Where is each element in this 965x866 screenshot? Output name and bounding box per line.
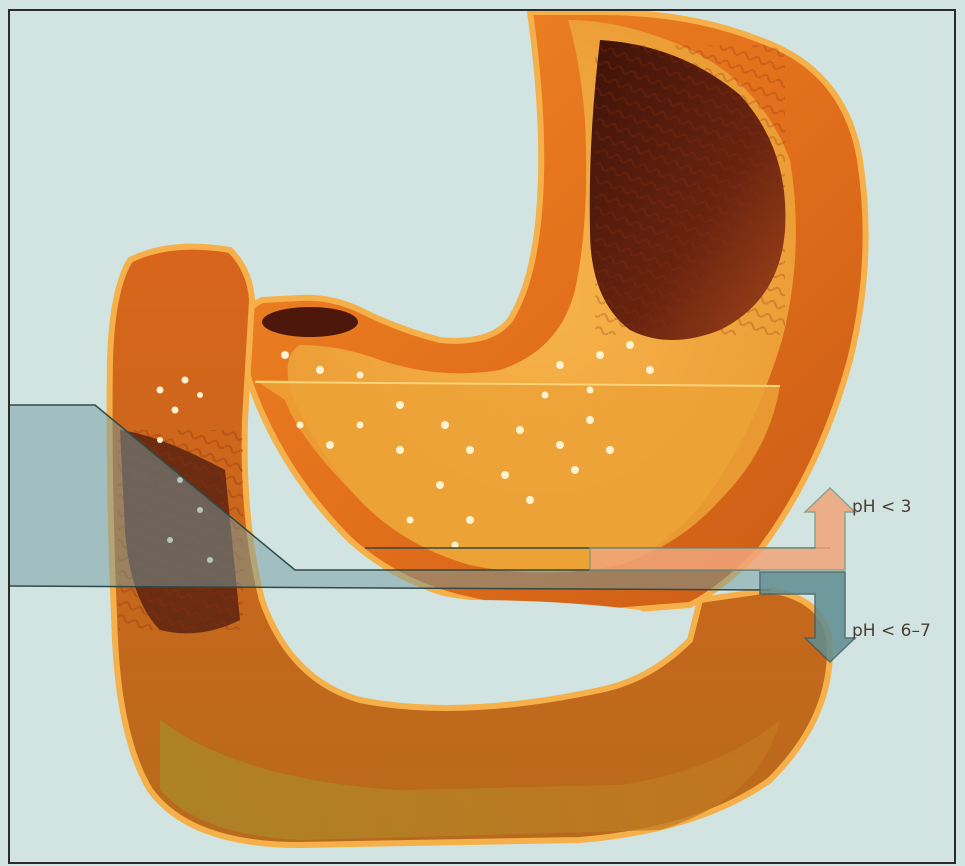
ph-acid-label: pH < 3 (852, 497, 911, 517)
pylorus-mucosa (262, 307, 358, 337)
ph-neutral-label: pH < 6–7 (852, 621, 931, 641)
fundus-folds (595, 45, 785, 335)
